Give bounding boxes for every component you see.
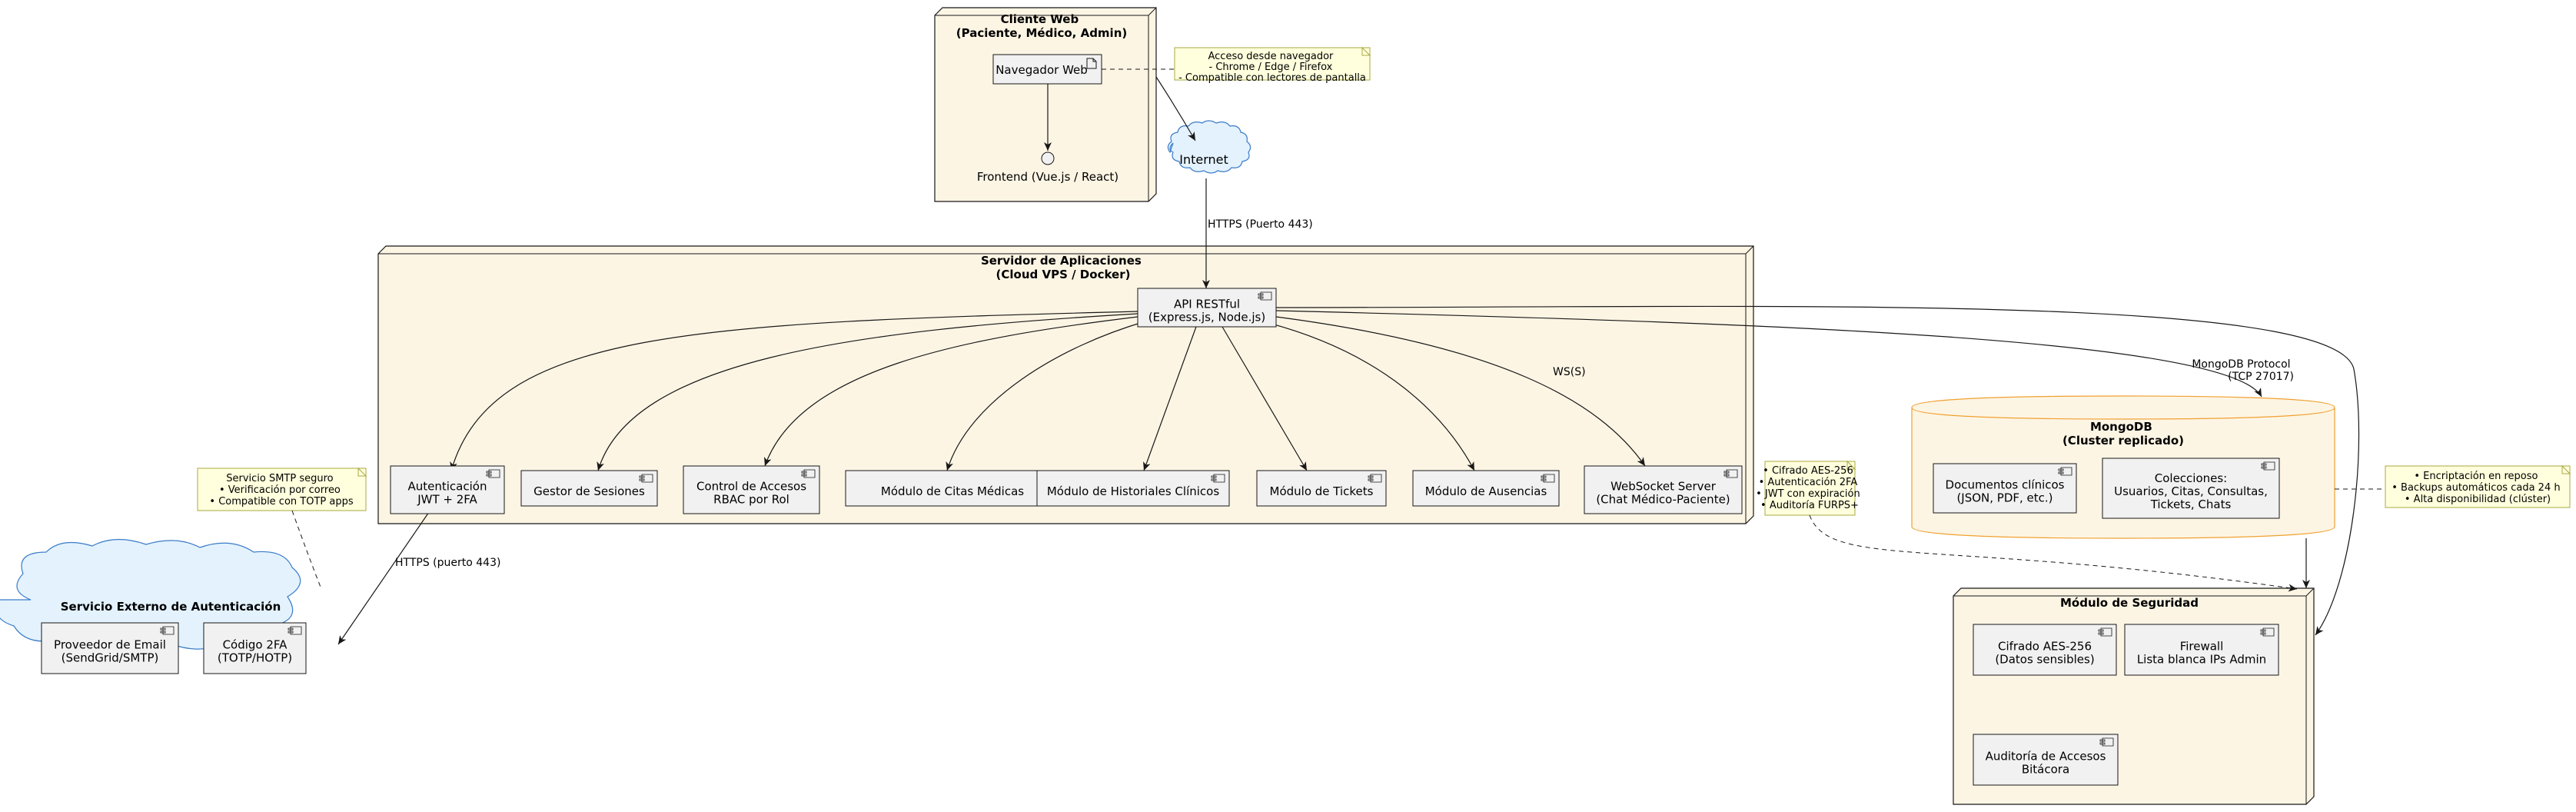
- component-icon: [288, 626, 302, 635]
- component-label: Módulo de Citas Médicas: [881, 484, 1024, 498]
- cloud-internet: Internet: [1167, 120, 1251, 174]
- edge-api-sesiones: [597, 313, 1138, 471]
- node-servidor-title: Servidor de Aplicaciones (Cloud VPS / Do…: [981, 254, 1145, 281]
- svg-text:MongoDB Protocol (TCP 27: MongoDB Protocol (TCP 27017): [2192, 358, 2294, 383]
- component-icon: [2261, 461, 2275, 471]
- svg-text:WS(S): WS(S): [1553, 366, 1586, 378]
- cloud-auth-title: Servicio Externo de Autenticación: [61, 600, 281, 614]
- component-label: Gestor de Sesiones: [533, 484, 645, 498]
- edge-api-websocket: [1275, 316, 1646, 467]
- edge-api-citas: [946, 321, 1146, 471]
- component-ausencias[interactable]: Módulo de Ausencias: [1412, 470, 1560, 507]
- component-label: Proveedor de Email(SendGrid/SMTP): [54, 638, 166, 665]
- component-label: Módulo de Ausencias: [1425, 484, 1547, 498]
- edge-labels: HTTPS (Puerto 443) HTTPS (puerto 443) WS…: [395, 218, 2294, 569]
- component-websocket[interactable]: WebSocket Server(Chat Médico-Paciente): [1584, 465, 1743, 514]
- component-icon: [2260, 627, 2275, 637]
- navegador-web-artifact[interactable]: Navegador Web: [992, 54, 1102, 85]
- component-label: Colecciones:Usuarios, Citas, Consultas,T…: [2114, 471, 2268, 511]
- edge-api-historiales: [1143, 326, 1197, 471]
- note-mongodb: • Encriptación en reposo • Backups autom…: [2385, 464, 2571, 508]
- component-colecciones[interactable]: Colecciones:Usuarios, Citas, Consultas,T…: [2102, 458, 2280, 519]
- component-icon: [2099, 737, 2114, 747]
- edge-autenticacion-externo: [337, 511, 430, 645]
- svg-text:• Encriptación en reposo: • Encriptación en reposo • Backups autom…: [2392, 471, 2563, 505]
- svg-text:HTTPS (puerto 443): HTTPS (puerto 443): [395, 557, 500, 569]
- frontend-interface[interactable]: Frontend (Vue.js / React): [977, 151, 1118, 184]
- component-cifrado[interactable]: Cifrado AES-256(Datos sensibles): [1973, 624, 2117, 676]
- edge-api-control: [764, 316, 1138, 467]
- node-servidor-aplicaciones: Servidor de Aplicaciones (Cloud VPS / Do…: [377, 245, 1754, 524]
- note-smtp-link: [291, 510, 322, 590]
- component-sesiones[interactable]: Gestor de Sesiones: [520, 470, 658, 507]
- component-icon: [1723, 469, 1738, 478]
- component-icon: [639, 474, 653, 483]
- component-email[interactable]: Proveedor de Email(SendGrid/SMTP): [41, 622, 179, 674]
- component-documentos[interactable]: Documentos clínicos(JSON, PDF, etc.): [1933, 463, 2077, 514]
- edge-api-ausencias: [1268, 322, 1475, 471]
- component-icon: [2058, 467, 2072, 476]
- svg-text:• Cifrado AES-256 • Aute: • Cifrado AES-256 • Autenticación 2FA • …: [1756, 465, 1863, 511]
- svg-text:Navegador Web: Navegador Web: [995, 63, 1088, 77]
- edge-cliente-internet: [1155, 76, 1196, 141]
- svg-text:Servicio SMTP seguro • V: Servicio SMTP seguro • Verificación por …: [209, 473, 353, 508]
- note-smtp: Servicio SMTP seguro • Verificación por …: [197, 467, 367, 511]
- node-cliente-web-title: Cliente Web (Paciente, Médico, Admin): [956, 12, 1127, 40]
- edge-api-mongodb: [1275, 310, 2262, 398]
- note-navegador: Acceso desde navegador - Chrome / Edge /…: [1174, 46, 1371, 84]
- mongodb-title: MongoDB (Cluster replicado): [2062, 420, 2184, 448]
- component-api[interactable]: API RESTful(Express.js, Node.js): [1137, 288, 1277, 328]
- components-layer: API RESTful(Express.js, Node.js) Autentic…: [41, 288, 2280, 786]
- component-codigo-2fa[interactable]: Código 2FA(TOTP/HOTP): [203, 622, 307, 674]
- edge-api-autenticacion: [450, 311, 1138, 471]
- component-citas[interactable]: Módulo de Citas Médicas: [845, 470, 1060, 507]
- component-icon: [1368, 474, 1382, 483]
- internet-label: Internet: [1179, 152, 1228, 167]
- node-seguridad-title: Módulo de Seguridad: [2060, 596, 2199, 610]
- component-icon: [801, 469, 816, 478]
- component-icon: [1258, 291, 1272, 301]
- component-tickets[interactable]: Módulo de Tickets: [1256, 470, 1387, 507]
- note-seguridad: • Cifrado AES-256 • Autenticación 2FA • …: [1756, 460, 1863, 516]
- component-label: Módulo de Historiales Clínicos: [1047, 484, 1220, 498]
- component-icon: [486, 469, 500, 478]
- component-label: Código 2FA(TOTP/HOTP): [218, 638, 292, 665]
- svg-text:HTTPS (Puerto 443): HTTPS (Puerto 443): [1208, 218, 1313, 231]
- component-icon: [2098, 627, 2112, 637]
- note-seguridad-link: [1809, 514, 2298, 592]
- component-historiales[interactable]: Módulo de Historiales Clínicos: [1036, 470, 1230, 507]
- component-label: Cifrado AES-256(Datos sensibles): [1995, 640, 2094, 667]
- component-label: WebSocket Server(Chat Médico-Paciente): [1596, 480, 1730, 507]
- component-label: API RESTful(Express.js, Node.js): [1148, 298, 1265, 324]
- component-label: Documentos clínicos(JSON, PDF, etc.): [1946, 478, 2065, 505]
- component-icon: [160, 626, 175, 635]
- component-icon: [1211, 474, 1225, 483]
- svg-text:Acceso desde navegador -: Acceso desde navegador - Chrome / Edge /…: [1178, 51, 1366, 84]
- edge-api-tickets: [1222, 326, 1308, 471]
- component-label: Módulo de Tickets: [1270, 484, 1374, 498]
- svg-text:Frontend (Vue.js / React): Frontend (Vue.js / React): [977, 170, 1118, 184]
- edges: [337, 76, 2360, 645]
- component-icon: [1541, 474, 1555, 483]
- edge-api-seguridad: [1275, 305, 2360, 636]
